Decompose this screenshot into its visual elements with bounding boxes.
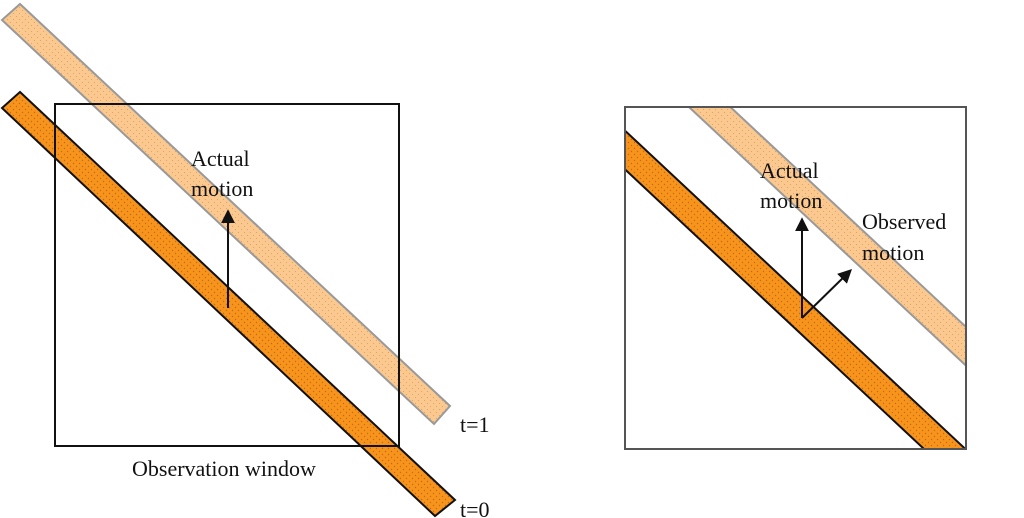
t1-label: t=1 (460, 412, 490, 437)
actual-motion-label-line2: motion (191, 176, 253, 201)
bar-t1-clipped (687, 107, 966, 367)
right-panel: Actual motion Observed motion (624, 106, 967, 450)
actual-motion-label-line1: Actual (191, 146, 250, 171)
aperture-window (624, 106, 967, 450)
observation-window (54, 103, 400, 447)
observed-motion-arrow (801, 269, 853, 319)
bar-t0-clipped (625, 129, 966, 449)
left-panel: Actual motion Observation window t=1 t=0 (0, 2, 490, 518)
observed-motion-label-line1: Observed (862, 209, 946, 234)
bar-t1 (0, 2, 452, 426)
observation-window-label: Observation window (132, 456, 316, 481)
observed-motion-label-line2: motion (862, 240, 924, 265)
actual-motion-label-right-line2: motion (760, 188, 822, 213)
t0-label: t=0 (460, 497, 490, 518)
actual-motion-label-right-line1: Actual (760, 158, 819, 183)
